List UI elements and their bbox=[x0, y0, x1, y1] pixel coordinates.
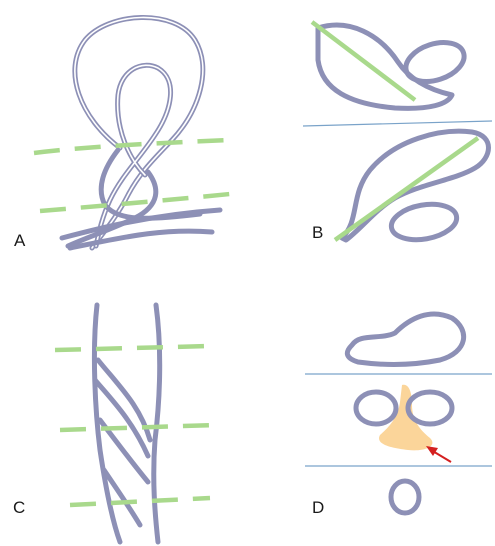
panel-a-cut-line-upper bbox=[34, 140, 230, 153]
panel-d-middle-right-oval bbox=[408, 392, 452, 424]
panel-d: D bbox=[305, 314, 492, 517]
panel-c-label: C bbox=[13, 498, 25, 517]
panel-a-label: A bbox=[14, 231, 26, 250]
panel-b-upper-teardrop bbox=[318, 25, 452, 108]
panel-b-lower-small-oval bbox=[389, 200, 460, 245]
panel-d-label: D bbox=[312, 498, 324, 517]
panel-c-cut-line-top bbox=[55, 346, 210, 350]
panel-b-level-line bbox=[303, 121, 492, 126]
panel-c-cut-line-bottom bbox=[70, 498, 210, 505]
panel-b-label: B bbox=[312, 223, 323, 242]
panel-c-cut-line-middle bbox=[60, 425, 215, 430]
panel-d-arrowhead bbox=[426, 446, 438, 456]
panel-b: B bbox=[303, 22, 492, 244]
panel-d-lower-oval bbox=[391, 481, 419, 513]
panel-d-middle-left-oval bbox=[356, 392, 396, 424]
panel-d-upper-section bbox=[347, 314, 463, 364]
panel-c-strand-left bbox=[94, 305, 120, 542]
panel-b-upper-small-oval bbox=[401, 36, 469, 89]
panel-c-strand-right bbox=[154, 305, 160, 542]
panel-a: A bbox=[14, 17, 240, 250]
panel-c: C bbox=[13, 305, 215, 542]
